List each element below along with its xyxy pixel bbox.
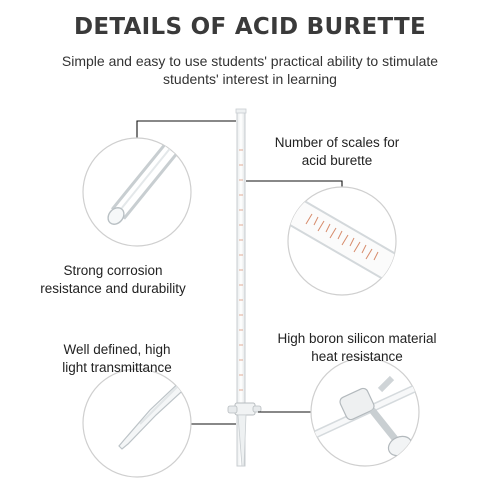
feature-light-label: Well defined, high light transmittance [62, 342, 172, 375]
detail-stopcock [310, 357, 420, 467]
burette-tube [227, 108, 262, 467]
feature-corrosion-label: Strong corrosion resistance and durabili… [40, 263, 186, 296]
page-title: DETAILS OF ACID BURETTE [73, 14, 427, 40]
detail-scale-marks [287, 186, 397, 296]
leader-lines [136, 120, 343, 425]
feature-boron-label: High boron silicon material heat resista… [277, 331, 437, 364]
scale-marks [239, 149, 243, 391]
page-subtitle: Simple and easy to use students' practic… [61, 53, 439, 87]
detail-tube-end [82, 137, 192, 247]
feature-scales-label: Number of scales for acid burette [274, 135, 400, 168]
detail-tip [82, 368, 192, 478]
